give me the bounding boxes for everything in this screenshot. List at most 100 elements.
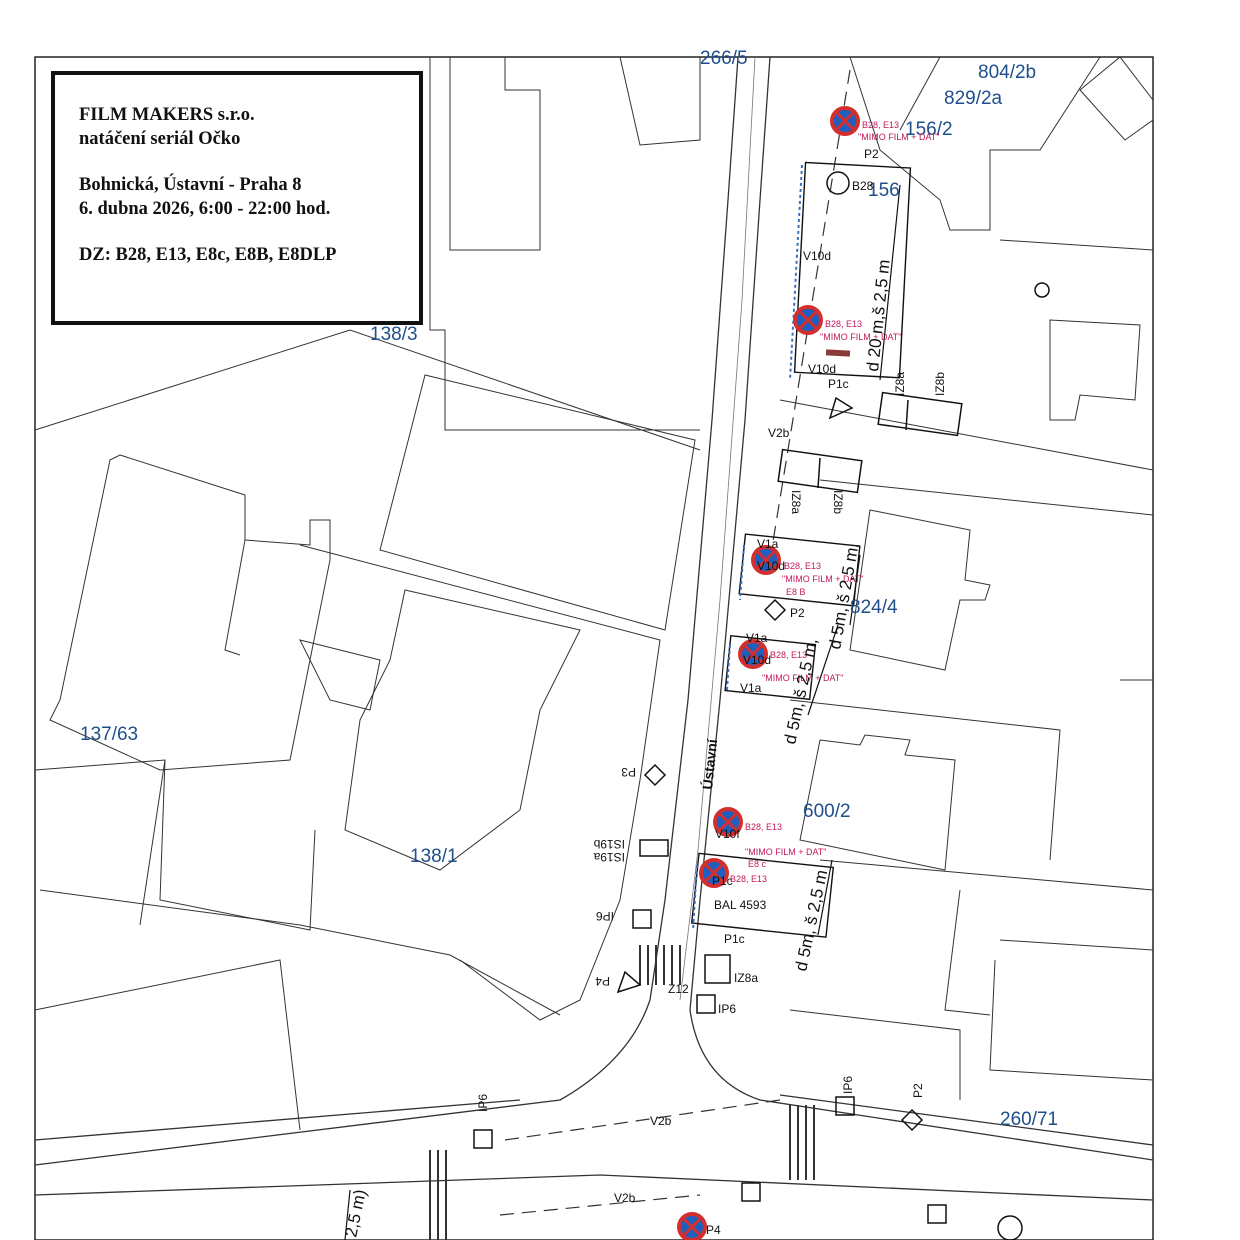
is19-sign-icon [639,839,669,857]
sign-note: "MIMO FILM + DAT" [858,132,939,142]
sign-label: IZ8a [734,971,758,985]
sign-label: IP6 [718,1002,736,1016]
sign-label: V1a [740,681,762,695]
sign-label: P4 [595,974,610,988]
sign-label: V1a [757,537,779,551]
b28-sign-icon [751,545,781,575]
sign-label: V2b [768,426,790,440]
sign-label: P3 [621,765,636,779]
location: Bohnická, Ústavní - Praha 8 [79,175,302,195]
ip6-sign-icon [473,1129,493,1149]
parcel-outlines [34,56,1154,1131]
triangle-sign-icon [828,396,854,420]
sign-label: B28 [852,179,874,193]
sign-label: P1c [724,932,745,946]
dimension-label: d 5m, š 2,5 m [791,868,831,973]
sign-label: V2b [650,1114,672,1128]
misc-sign-shapes [473,171,1050,1240]
b28-sign-icon [677,1212,707,1240]
sign-label: V10d [808,362,836,376]
sign-note: "MIMO FILM + DAT" [820,332,901,342]
dimension-lines [344,184,901,1240]
sign-note: "MIMO FILM + DAT" [745,847,826,857]
sign-label: IS19b [593,837,625,851]
sign-label: P2 [790,606,805,620]
lane-block [825,349,851,357]
sign-label: P2 [864,147,879,161]
ip6-sign-icon [632,909,652,929]
sign-label: P1c [712,874,733,888]
no-entry-icon [826,171,850,195]
triangle-sign-icon [616,970,642,994]
ip6-sign-icon [835,1096,855,1116]
sign-note: B28, E13 [745,822,782,832]
zone-sign-icon [877,391,963,437]
sign-label: P4 [706,1223,721,1237]
sign-note: B28, E13 [825,319,862,329]
dimension-label: d 5m, š 2,5 m, [825,541,862,650]
diamond-sign-icon [763,598,787,622]
crosswalks [429,945,815,1240]
map-frame [34,56,1154,1240]
project-name: natáčení seriál Očko [79,129,241,149]
b28-sign-icon [793,305,823,335]
sign-note: "MIMO FILM + DAT" [782,574,863,584]
sign-label: V1a [746,631,768,645]
street-name: Ústavní [698,737,720,790]
sign-label: IS19a [593,850,625,864]
zone-sign-icon [704,954,731,984]
company-name: FILM MAKERS s.r.o. [79,105,255,125]
sign-label: IP6 [596,909,614,923]
b28-sign-icon [699,858,729,888]
round-sign-icon [1034,282,1050,298]
parcel-label: 600/2 [803,801,851,822]
sign-note: E8 B [786,587,806,597]
sign-label: P1c [828,377,849,391]
sign-label: IZ8b [933,372,947,396]
parcel-label: 137/63 [80,724,138,745]
parcel-label: 804/2b [978,62,1036,83]
sign-label: IZ8b [831,490,845,514]
b28-sign-icon [713,807,743,837]
round-sign-icon [997,1215,1023,1240]
parcel-label: 829/2a [944,88,1003,109]
diamond-sign-icon [900,1108,924,1132]
parcel-label: 156/2 [905,119,953,140]
sign-label: V2b [614,1191,636,1205]
sign-note: "MIMO FILM + DAT" [762,673,843,683]
square-sign-icon [927,1204,947,1224]
sign-label: V10d [757,559,785,573]
sign-label: IZ8a [789,490,803,514]
sign-label: Z12 [668,982,689,996]
reserved-zone-blue-edges [692,164,803,931]
dimension-label: d 20 m,š 2,5 m [863,259,894,373]
sign-label: BAL 4593 [714,898,767,912]
parcel-label: 260/71 [1000,1109,1058,1130]
sign-label: V10f [715,827,740,841]
parcel-label: 138/1 [410,846,458,867]
b28-signs [677,106,860,1240]
parcel-label: 266/5 [700,48,748,69]
sign-label: IP6 [841,1076,855,1094]
parcel-label: 138/3 [370,324,418,345]
zone-sign-icon [777,448,863,494]
sign-label: V10d [743,653,771,667]
sign-note: E8 c [748,859,767,869]
sign-label: IP6 [476,1094,490,1112]
b28-sign-icon [830,106,860,136]
sign-note: B28, E13 [784,561,821,571]
sign-label: P2 [911,1083,925,1098]
sign-label: V10d [803,249,831,263]
sign-label: IZ8a [893,372,907,396]
date-time: 6. dubna 2026, 6:00 - 22:00 hod. [79,199,331,219]
parcel-label: 156 [868,180,900,201]
diamond-sign-icon [643,763,667,787]
ip6-sign-icon [696,994,716,1014]
permit-info-box: FILM MAKERS s.r.o. natáčení seriál Očko … [51,71,423,325]
parcel-label: 824/4 [850,597,898,618]
sign-note: B28, E13 [862,120,899,130]
sign-note: B28, E13 [770,650,807,660]
sign-note: B28, E13 [730,874,767,884]
street-lines [34,56,1154,1201]
